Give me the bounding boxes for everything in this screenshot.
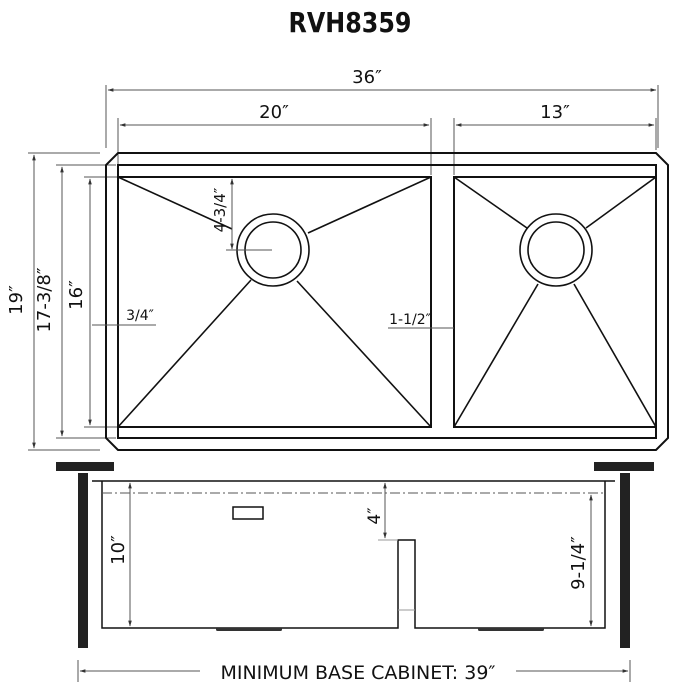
dim-divider-drop-label: 4″: [365, 507, 385, 524]
dim-overall-width-label: 36″: [352, 67, 382, 88]
dim-rim-width-label: 3/4″: [126, 308, 154, 324]
dim-overall-depth: [28, 152, 100, 451]
cabinet-wall-right: [620, 473, 630, 648]
dim-right-bowl-width: [453, 118, 657, 175]
dim-left-bowl-width-label: 20″: [259, 102, 289, 123]
dim-overall-width: [105, 85, 659, 148]
dim-overall-depth-label: 19″: [6, 285, 27, 315]
dim-bowl-depth: [84, 176, 118, 428]
dim-left-bowl-height-label: 10″: [108, 535, 129, 565]
sink-top-outline: [105, 152, 669, 451]
drain-foot-left: [216, 628, 282, 631]
cabinet-wall-left: [78, 473, 88, 648]
dim-divider-width-label: 1-1/2″: [389, 312, 431, 328]
sink-side-outline: [92, 480, 615, 629]
dim-drain-offset: [226, 178, 272, 251]
model-title: RVH8359: [288, 6, 412, 39]
dim-bowl-depth-label: 16″: [66, 280, 87, 310]
dim-right-bowl-width-label: 13″: [540, 102, 570, 123]
left-drain: [117, 176, 432, 428]
countertop-left: [56, 462, 114, 471]
right-drain: [453, 176, 657, 428]
cabinet-width-label: MINIMUM BASE CABINET: 39″: [220, 662, 495, 684]
dim-cabinet-width: [77, 660, 631, 682]
dim-right-bowl-height-label: 9-1/4″: [568, 536, 589, 590]
drain-foot-right: [478, 628, 544, 631]
dim-left-bowl-width: [117, 118, 432, 175]
countertop-right: [594, 462, 654, 471]
dim-inner-depth-label: 17-3/8″: [34, 267, 55, 332]
dim-drain-offset-label: 4-3/4″: [211, 187, 229, 232]
